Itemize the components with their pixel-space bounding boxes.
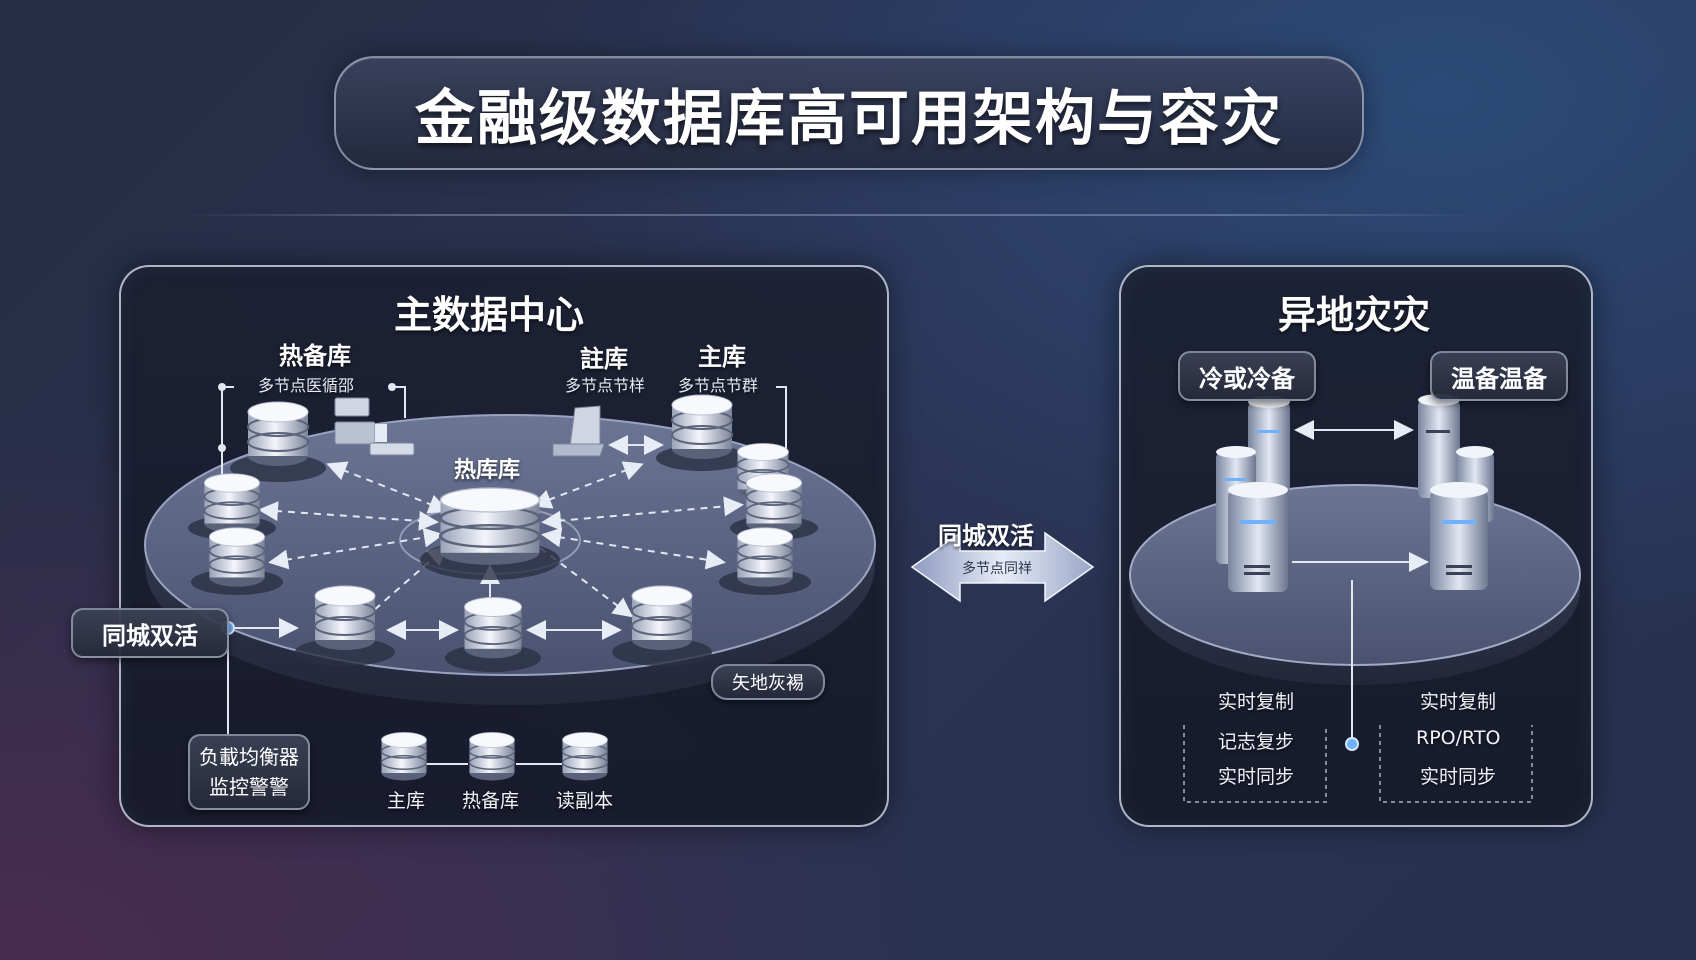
dr-left-item-1: 实时复制 <box>1218 691 1295 713</box>
db-node-right-2 <box>719 526 811 595</box>
cold-standby-tag: 冷或冷备 <box>1178 351 1316 401</box>
dr-left-item-2: 记志复步 <box>1218 731 1295 753</box>
dr-right-item-2: RPO/RTO <box>1416 727 1501 749</box>
legend-hot-standby-db <box>468 731 516 782</box>
remote-tag-text: 矢地灰裼 <box>732 673 804 694</box>
laptop-icon <box>552 405 605 457</box>
dr-right-item-3: 实时同步 <box>1420 766 1497 788</box>
node-a-label: 註库 <box>580 345 628 373</box>
link-sublabel: 多节点同祥 <box>962 561 1032 577</box>
db-center-hub <box>420 486 560 580</box>
db-node-right-top <box>656 394 748 471</box>
load-balancer-label: 负載均衡器 <box>199 745 299 769</box>
header-divider <box>180 214 1480 216</box>
legend-read-replica-db <box>561 731 609 782</box>
remote-tag: 矢地灰裼 <box>711 664 825 700</box>
dr-server-warm-front <box>1430 482 1488 590</box>
db-bottom-left <box>295 585 395 666</box>
legend-read-replica-label: 读副本 <box>556 790 614 812</box>
warm-standby-tag-text: 温备温备 <box>1451 364 1547 393</box>
node-a-sublabel: 多节点节样 <box>565 376 646 395</box>
title-banner: 金融级数据库高可用架构与容灾 <box>334 56 1364 170</box>
node-b-sublabel: 多节点节群 <box>678 376 759 395</box>
node-b-label: 主库 <box>698 343 746 371</box>
warm-standby-tag: 温备温备 <box>1430 351 1568 401</box>
cold-standby-tag-text: 冷或冷备 <box>1199 364 1295 393</box>
legend-hot-standby-label: 热备库 <box>462 790 520 812</box>
page-title: 金融级数据库高可用架构与容灾 <box>415 83 1283 154</box>
db-node-left-2 <box>191 526 283 595</box>
center-hub-label: 热库库 <box>454 458 521 483</box>
db-bottom-center <box>445 596 541 672</box>
dr-server-cold-front <box>1228 482 1288 592</box>
legend-primary-db <box>380 731 428 782</box>
sync-double-arrow <box>910 531 1095 603</box>
dr-connections <box>1183 420 1533 803</box>
dr-platform <box>1129 484 1581 685</box>
primary-dc-heading: 主数据中心 <box>394 293 585 337</box>
monitoring-label: 监控警警 <box>209 775 289 799</box>
dr-heading: 异地灾灾 <box>1278 293 1431 337</box>
legend-primary-label: 主库 <box>387 790 426 812</box>
same-city-active-tag: 同城双活 <box>71 608 229 658</box>
server-device-icon <box>334 397 415 456</box>
dr-right-item-1: 实时复制 <box>1420 691 1497 713</box>
hot-standby-label: 热备库 <box>279 342 351 370</box>
load-balancer-box: 负載均衡器 监控警警 <box>188 734 310 810</box>
dr-left-item-3: 实时同步 <box>1218 766 1295 788</box>
hot-standby-sublabel: 多节点医循邵 <box>258 376 355 395</box>
db-bottom-right <box>612 585 712 666</box>
same-city-active-tag-text: 同城双活 <box>102 621 198 650</box>
link-label: 同城双活 <box>938 522 1034 550</box>
db-hot-standby <box>230 401 326 482</box>
primary-connections <box>221 386 787 765</box>
